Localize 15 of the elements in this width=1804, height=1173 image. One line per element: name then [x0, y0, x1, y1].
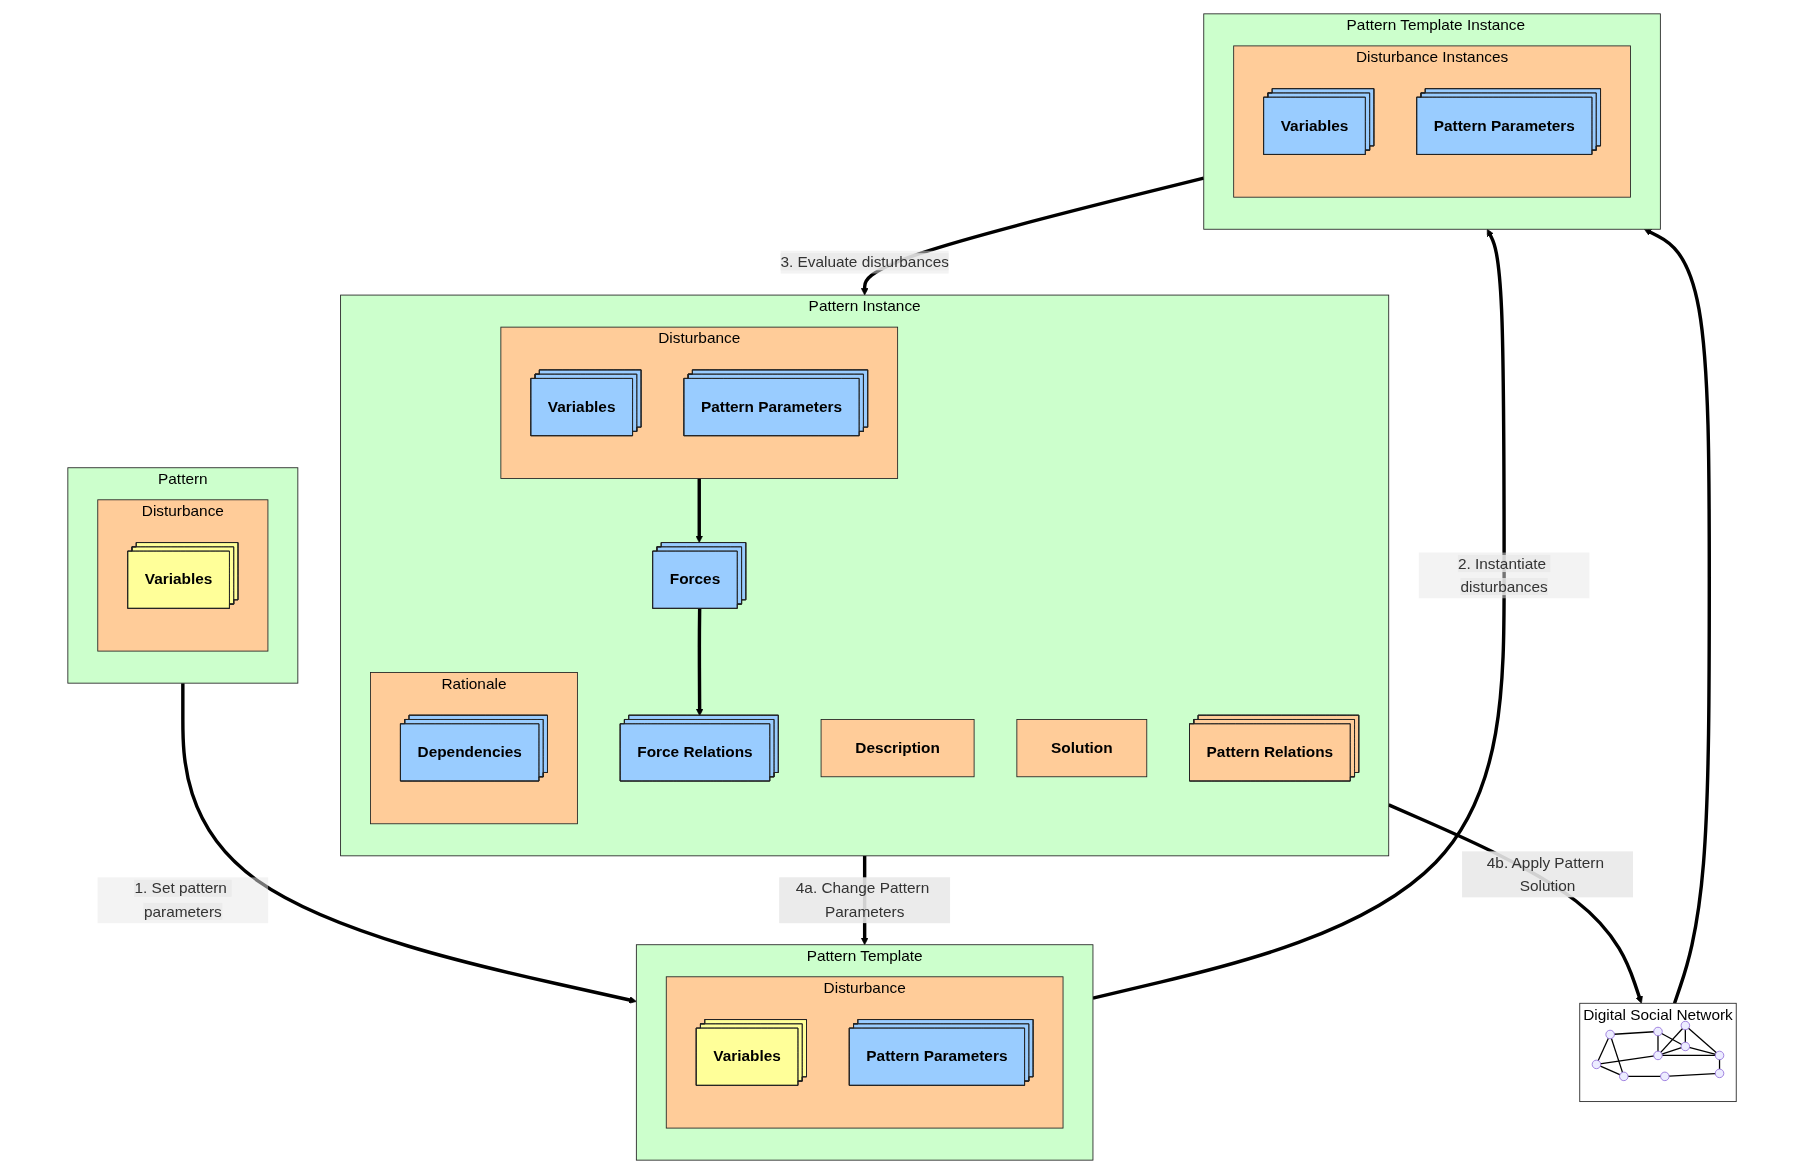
edge-label: 2. Instantiate disturbances: [1457, 554, 1548, 595]
arrow: [695, 477, 703, 543]
arrow: [860, 175, 1205, 295]
arrow: [695, 608, 704, 716]
edge-label: 1. Set pattern parameters: [134, 879, 227, 920]
arrow: [181, 682, 637, 1004]
arrow: [1092, 228, 1506, 1000]
node-box: Solution: [1016, 718, 1148, 777]
node-box: Description: [820, 718, 975, 777]
edge-label: 4a. Change Pattern Parameters: [795, 879, 930, 920]
cluster: Digital Social Network: [1579, 1002, 1737, 1102]
arrow: [1388, 802, 1643, 1004]
edge-label: 3. Evaluate disturbances: [780, 252, 949, 270]
arrow: [1644, 228, 1711, 1004]
edge-label: 4b. Apply Pattern Solution: [1486, 853, 1604, 894]
